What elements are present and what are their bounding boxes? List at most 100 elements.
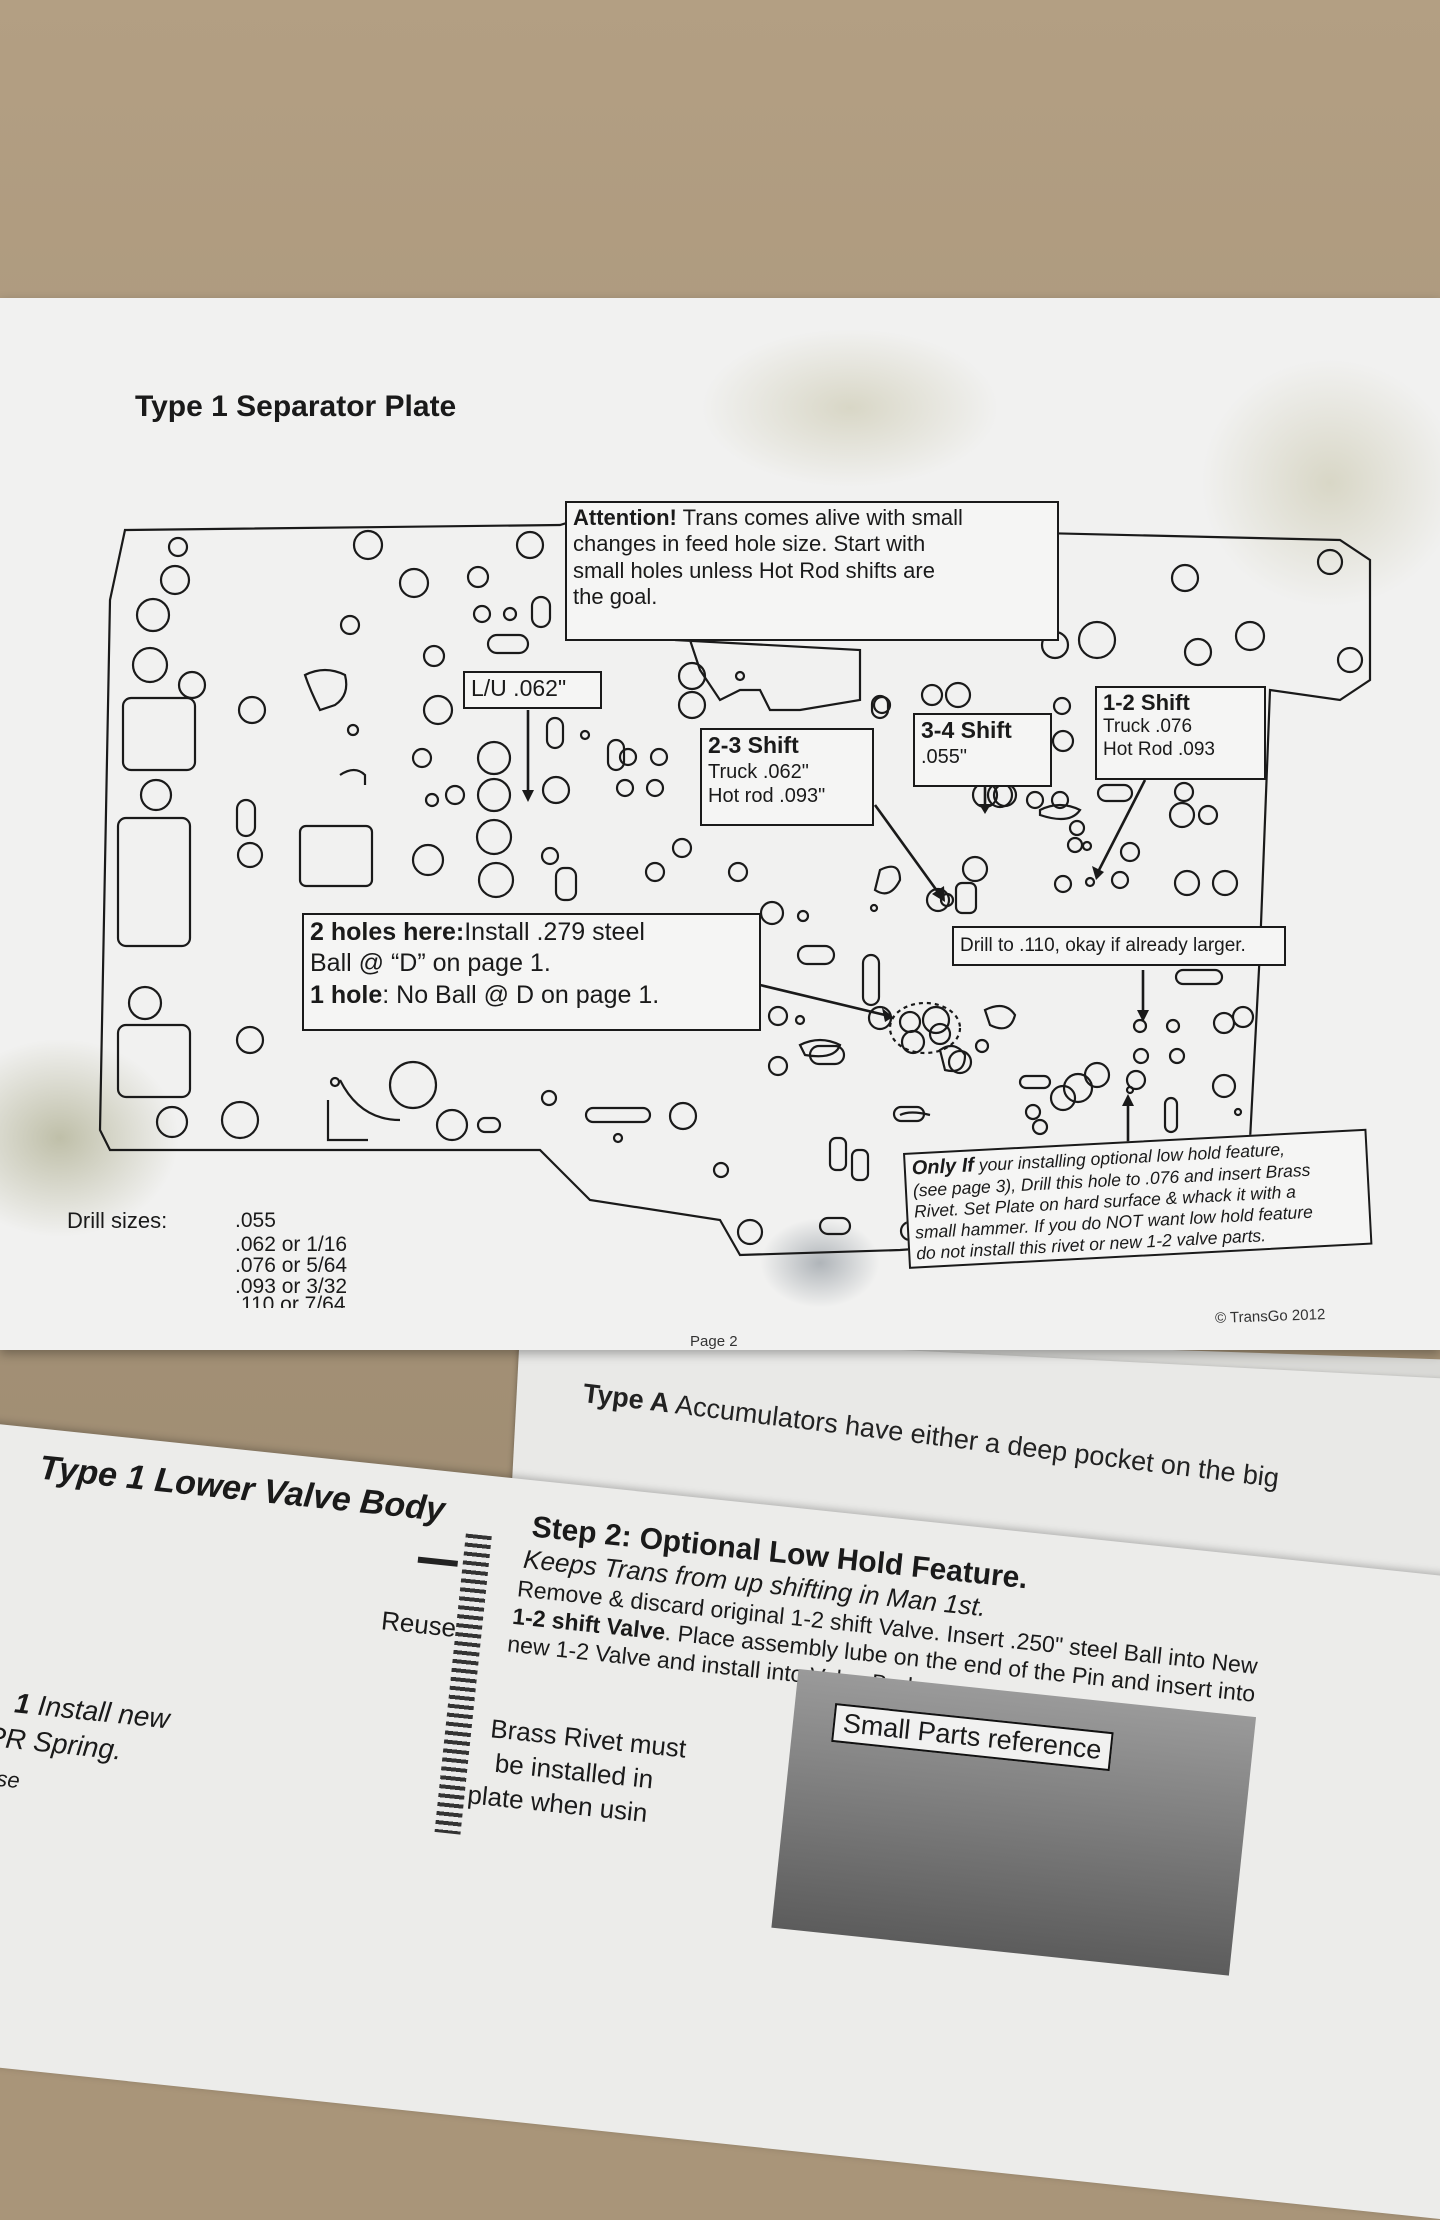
plate-hole <box>944 681 972 709</box>
reuse-label: Reuse <box>379 1605 458 1643</box>
plate-hole <box>1234 620 1266 652</box>
plate-hole <box>1119 841 1141 863</box>
page-title: Type 1 Separator Plate <box>135 390 457 423</box>
plate-hole <box>1212 1011 1236 1035</box>
arrowhead-lu <box>522 790 534 802</box>
plate-hole <box>612 1132 624 1144</box>
plate-slot <box>554 866 578 902</box>
plate-hole <box>939 892 955 908</box>
plate-hole <box>541 775 571 805</box>
plate-hole <box>1233 1107 1243 1117</box>
plate-slot <box>116 816 192 948</box>
plate-hole <box>540 1089 558 1107</box>
plate-hole <box>898 1010 922 1034</box>
plate-notch <box>674 638 862 712</box>
plate-slot <box>530 595 552 629</box>
drill-size-item: .055 <box>235 1209 276 1232</box>
plate-hole <box>237 695 267 725</box>
plate-hole <box>220 1100 260 1140</box>
plate-hole <box>928 1022 952 1046</box>
plate-hole <box>925 887 951 913</box>
plate-slot <box>545 716 565 750</box>
plate-hole <box>1050 790 1070 810</box>
plate-hole <box>668 1101 698 1131</box>
plate-slot <box>1163 1096 1179 1134</box>
plate-slot <box>606 738 626 772</box>
plate-hole <box>346 723 360 737</box>
plate-hole <box>475 818 513 856</box>
drill-size-item: .110 or 7/64 <box>235 1294 346 1308</box>
plate-slot <box>818 1216 852 1236</box>
plate-hole <box>476 740 512 776</box>
plate-hole <box>540 846 560 866</box>
plate-hole <box>422 644 446 668</box>
plate-slot <box>828 1136 848 1172</box>
plate-slot <box>899 1111 931 1117</box>
plate-slot <box>303 668 348 712</box>
arrowhead-34 <box>979 804 991 814</box>
plate-hole <box>1084 876 1096 888</box>
plate-hole <box>502 606 518 622</box>
plate-hole <box>1024 1103 1042 1121</box>
plate-hole <box>444 784 466 806</box>
plate-slot <box>796 944 836 966</box>
plate-hole <box>1170 563 1200 593</box>
plate-hole <box>476 777 512 813</box>
plate-hole <box>1125 1085 1135 1095</box>
plate-hole <box>1025 790 1045 810</box>
separator-plate-diagram <box>98 520 1372 1257</box>
plate-hole <box>1083 1061 1111 1089</box>
plate-hole <box>236 841 264 869</box>
plate-slot <box>873 865 902 895</box>
plate-hole <box>1132 1047 1150 1065</box>
shift-12-callout: 1-2 Shift Truck .076 Hot Rod .093 <box>1095 686 1266 780</box>
drill-size-item: .076 or 5/64 <box>235 1254 348 1277</box>
plate-hole <box>736 1218 764 1246</box>
plate-hole <box>1053 874 1073 894</box>
plate-hole <box>677 690 707 720</box>
plate-slot <box>861 953 881 1007</box>
reuse-label-2: e-use <box>0 1762 21 1794</box>
plate-hole <box>472 604 492 624</box>
plate-hole <box>615 778 635 798</box>
plate-hole <box>1168 801 1196 829</box>
plate-hole <box>155 1105 189 1139</box>
two-holes-callout: 2 holes here:Install .279 steel Ball @ “… <box>302 913 761 1031</box>
plate-slot <box>486 633 530 655</box>
plate-hole <box>411 843 445 877</box>
plate-hole <box>1068 819 1086 837</box>
plate-slot <box>798 1038 842 1058</box>
plate-hole <box>794 1014 806 1026</box>
plate-hole <box>767 1055 789 1077</box>
plate-hole <box>135 597 171 633</box>
plate-hole <box>167 536 189 558</box>
plate-hole <box>644 861 666 883</box>
plate-hole <box>767 1005 789 1027</box>
paper-stain <box>700 328 1000 488</box>
plate-slot <box>850 1148 870 1182</box>
plate-hole <box>139 778 173 812</box>
plate-hole <box>649 747 669 767</box>
drill-size-item: .062 or 1/16 <box>235 1233 348 1256</box>
plate-hole <box>961 855 989 883</box>
plate-slot <box>983 1004 1017 1030</box>
plate-hole <box>424 792 440 808</box>
plate-hole <box>1316 548 1344 576</box>
plate-hole <box>329 1076 341 1088</box>
plate-hole <box>759 900 785 926</box>
plate-hole <box>477 861 515 899</box>
plate-hole <box>515 530 545 560</box>
plate-hole <box>466 565 490 589</box>
arrow-12 <box>1096 779 1147 873</box>
plate-hole <box>127 985 163 1021</box>
plate-hole <box>796 909 810 923</box>
plate-slot <box>1174 968 1224 986</box>
plate-hole <box>1081 840 1093 852</box>
arrowhead-23 <box>932 886 945 902</box>
plate-slot <box>476 1116 502 1134</box>
plate-hole <box>177 670 207 700</box>
plate-hole <box>1110 870 1130 890</box>
plate-hole <box>159 564 191 596</box>
plate-hole <box>921 1005 951 1035</box>
plate-hole <box>645 778 665 798</box>
